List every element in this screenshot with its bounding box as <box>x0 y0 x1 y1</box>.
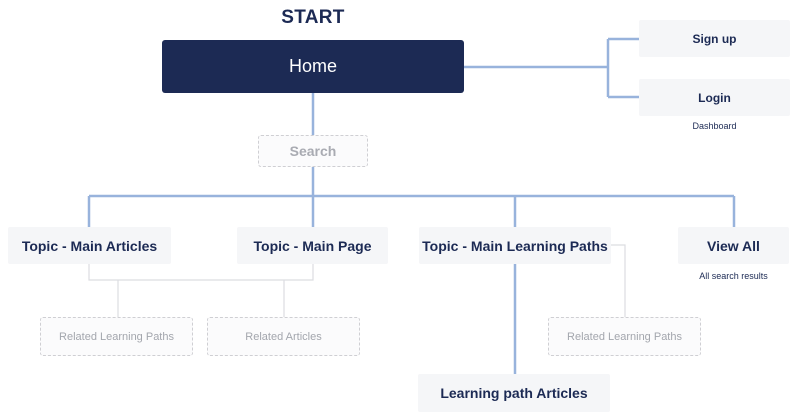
search-node: Search <box>258 135 368 167</box>
related-learning-paths-left-node: Related Learning Paths <box>40 317 193 356</box>
view-all-node: View All <box>678 227 789 264</box>
all-search-results-note: All search results <box>699 271 768 281</box>
related-articles-node: Related Articles <box>207 317 360 356</box>
learning-path-articles-node: Learning path Articles <box>418 374 610 412</box>
related-learning-paths-right-node: Related Learning Paths <box>548 317 701 356</box>
page-title: START <box>281 7 345 28</box>
sign-up-node: Sign up <box>639 20 790 57</box>
topic-main-learning-paths-node: Topic - Main Learning Paths <box>419 227 611 264</box>
dashboard-note: Dashboard <box>692 121 737 131</box>
edge-related-bracket <box>88 264 314 281</box>
topic-main-articles-node: Topic - Main Articles <box>8 227 171 264</box>
login-node: Login <box>639 79 790 116</box>
topic-main-page-node: Topic - Main Page <box>237 227 388 264</box>
home-node: Home <box>162 40 464 93</box>
edge-to-related-learning-paths-right <box>611 244 626 317</box>
